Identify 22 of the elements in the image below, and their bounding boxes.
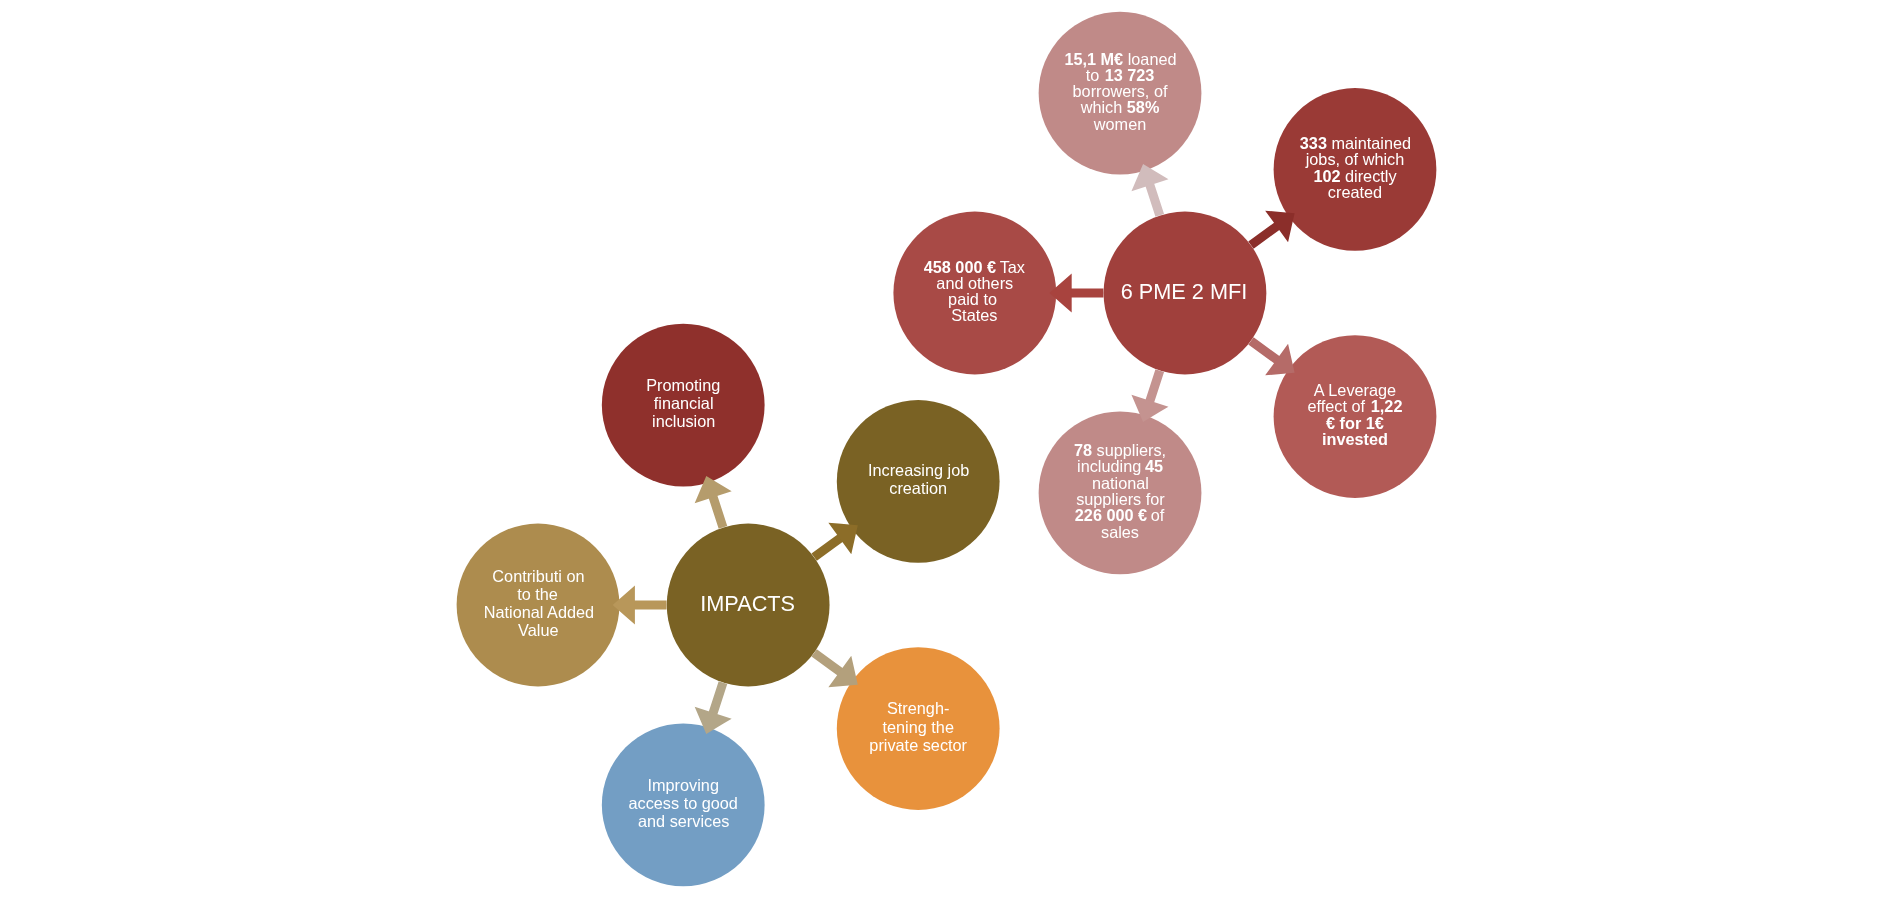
arrow <box>1247 210 1295 249</box>
arrow <box>1130 164 1168 217</box>
arrow <box>1247 337 1295 376</box>
node-circle: 458 000 € Tax and others paid to States <box>892 211 1056 375</box>
node-circle: Promoting financial inclusion <box>601 323 765 487</box>
arrow <box>612 585 667 625</box>
node-circle: Improving access to good and services <box>601 723 765 887</box>
arrow <box>811 522 858 561</box>
node-circle: 15,1 M€ loaned to 13 723 borrowers, of which 58% women <box>1038 11 1201 175</box>
node-circle: 6 PME 2 MFI <box>1103 211 1266 375</box>
arrow <box>811 649 858 688</box>
node-circle: A Leverage effect of 1,22 € for 1€ invested <box>1273 335 1436 498</box>
node-circle: Increasing job creation <box>836 400 1000 563</box>
arrow <box>694 681 732 734</box>
arrow <box>1130 369 1168 422</box>
node-circle: 78 suppliers, including 45 national suppliers for 226 000 € of sales <box>1038 411 1201 575</box>
node-circle: Strengh- tening the private sector <box>836 647 1000 810</box>
node-circle: Contributi on to the National Added Value <box>456 523 619 687</box>
node-circle: 333 maintained jobs, of which 102 directly created <box>1273 88 1436 251</box>
arrow <box>694 476 732 529</box>
arrow <box>1048 273 1103 313</box>
node-circle: IMPACTS <box>666 523 830 687</box>
